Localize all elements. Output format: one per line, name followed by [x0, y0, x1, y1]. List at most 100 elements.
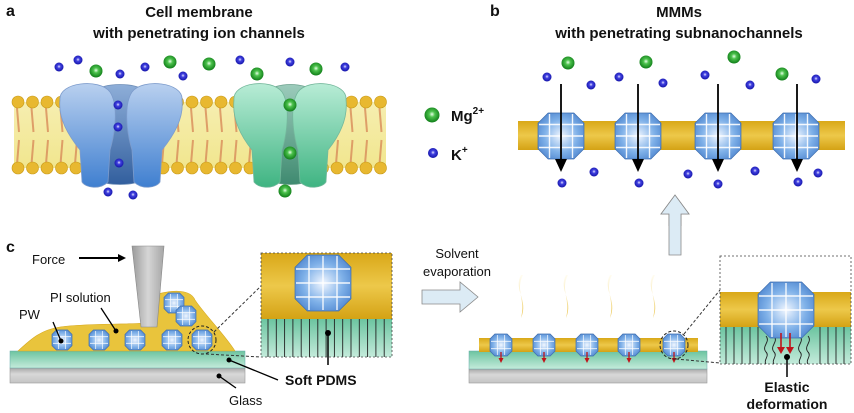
lipid-head — [11, 95, 25, 109]
lipid-head — [345, 161, 358, 175]
lipid-head — [40, 95, 54, 109]
deformation-arrow-head — [541, 358, 547, 363]
up-arrow-shape — [660, 194, 690, 256]
right-arrow-icon — [421, 281, 479, 313]
k-ion — [811, 74, 821, 84]
lipid-head — [214, 95, 228, 109]
blade-tip — [131, 245, 165, 328]
mg-ion-icon — [424, 107, 440, 123]
lipid-head — [200, 95, 213, 109]
k-ion — [542, 72, 552, 82]
mg-ion — [278, 184, 292, 198]
pdms-pointer-line — [228, 359, 279, 381]
panel-b-porous-fillers — [537, 112, 820, 160]
k-ion — [235, 55, 245, 65]
flow-arrow-head — [555, 159, 567, 172]
mg-ion — [309, 62, 323, 76]
panel-b-flow-arrows — [555, 84, 803, 172]
elastic-label-line2: deformation — [747, 396, 828, 412]
panel-a-ions — [54, 55, 350, 200]
k-ion — [114, 158, 124, 168]
glass-pointer-line — [218, 375, 237, 389]
deformation-wave — [806, 335, 810, 365]
pw-particle-zoomed-right — [757, 281, 815, 339]
k-ion — [634, 178, 644, 188]
mg-ion — [775, 67, 789, 81]
panel-letter-b: b — [490, 3, 500, 20]
glass-label: Glass — [229, 393, 263, 408]
pw-particle-film — [617, 333, 641, 357]
pw-particle-c — [175, 305, 197, 327]
flow-arrow-head — [712, 159, 724, 172]
lipid-head — [69, 161, 83, 175]
pw-particle-film — [575, 333, 599, 357]
pw-pointer-line — [52, 321, 62, 342]
lipid-head — [359, 95, 373, 109]
panel-b-title-line2: with penetrating subnanochannels — [554, 25, 803, 42]
pw-particle-c — [191, 329, 213, 351]
lipid-head — [11, 161, 25, 175]
k-ion — [54, 62, 64, 72]
lipid-head — [359, 161, 373, 175]
soft-pdms-label: Soft PDMS — [285, 372, 357, 388]
k-ion — [713, 179, 723, 189]
legend: Mg2+ K+ — [424, 106, 484, 164]
k-ion — [614, 72, 624, 82]
mg-ion — [202, 57, 216, 71]
k-ion — [113, 100, 123, 110]
lipid-head — [374, 161, 387, 175]
lipid-head — [40, 161, 54, 175]
zoom-box-left — [260, 252, 393, 365]
panel-c-pw-particles — [51, 292, 213, 351]
zoom-circle-right — [659, 330, 689, 360]
mg-ion — [283, 98, 297, 112]
pw-particle-c — [88, 329, 110, 351]
pw-particle-film — [532, 333, 556, 357]
k-ion — [340, 62, 350, 72]
lipid-head — [345, 95, 358, 109]
k-ion — [793, 177, 803, 187]
pi-solution-label: PI solution — [50, 290, 111, 305]
zoom-line-right-top — [683, 289, 721, 335]
soft-pdms-layer — [9, 350, 246, 369]
lipid-head — [229, 161, 242, 175]
lipid-head — [26, 95, 39, 109]
deformation-wave — [772, 335, 776, 365]
panel-a-title-line1: Cell membrane — [145, 4, 253, 21]
mg-ion — [89, 64, 103, 78]
force-label: Force — [32, 252, 65, 267]
k-ion — [589, 167, 599, 177]
panel-a-title-line2: with penetrating ion channels — [92, 25, 305, 42]
k-ion — [557, 178, 567, 188]
mg-ion — [250, 67, 264, 81]
pw-label: PW — [19, 307, 41, 322]
panel-letter-a: a — [6, 3, 15, 20]
glass-substrate — [9, 367, 246, 384]
pi-pointer-line — [100, 307, 117, 332]
zoom-box-right — [719, 255, 852, 377]
green-ion-channel — [233, 83, 347, 188]
panel-b-title-line1: MMMs — [656, 4, 702, 21]
legend-k: K+ — [428, 145, 468, 164]
pw-particle-b — [772, 112, 820, 160]
panel-b: b MMMs with penetrating subnanochannels — [490, 3, 845, 189]
flow-arrow-head — [791, 159, 803, 172]
panel-a: a Cell membrane with penetrating ion cha… — [6, 3, 387, 200]
k-ion-icon — [428, 148, 438, 158]
lipid-head — [55, 161, 68, 175]
blue-ion-channel — [59, 83, 183, 188]
pw-particle-film — [662, 333, 686, 357]
lipid-head — [26, 161, 39, 175]
pw-particle-c — [124, 329, 146, 351]
k-ion — [683, 169, 693, 179]
zoom-line-left-bottom — [205, 353, 262, 358]
panel-c-right-pw-particles — [489, 333, 686, 363]
k-ion — [750, 166, 760, 176]
k-ion — [115, 69, 125, 79]
lipid-head — [185, 161, 199, 175]
panel-letter-c: c — [6, 239, 15, 256]
k-ion — [285, 57, 295, 67]
deformation-arrow-head — [626, 358, 632, 363]
solvent-label-line2: evaporation — [423, 264, 491, 279]
